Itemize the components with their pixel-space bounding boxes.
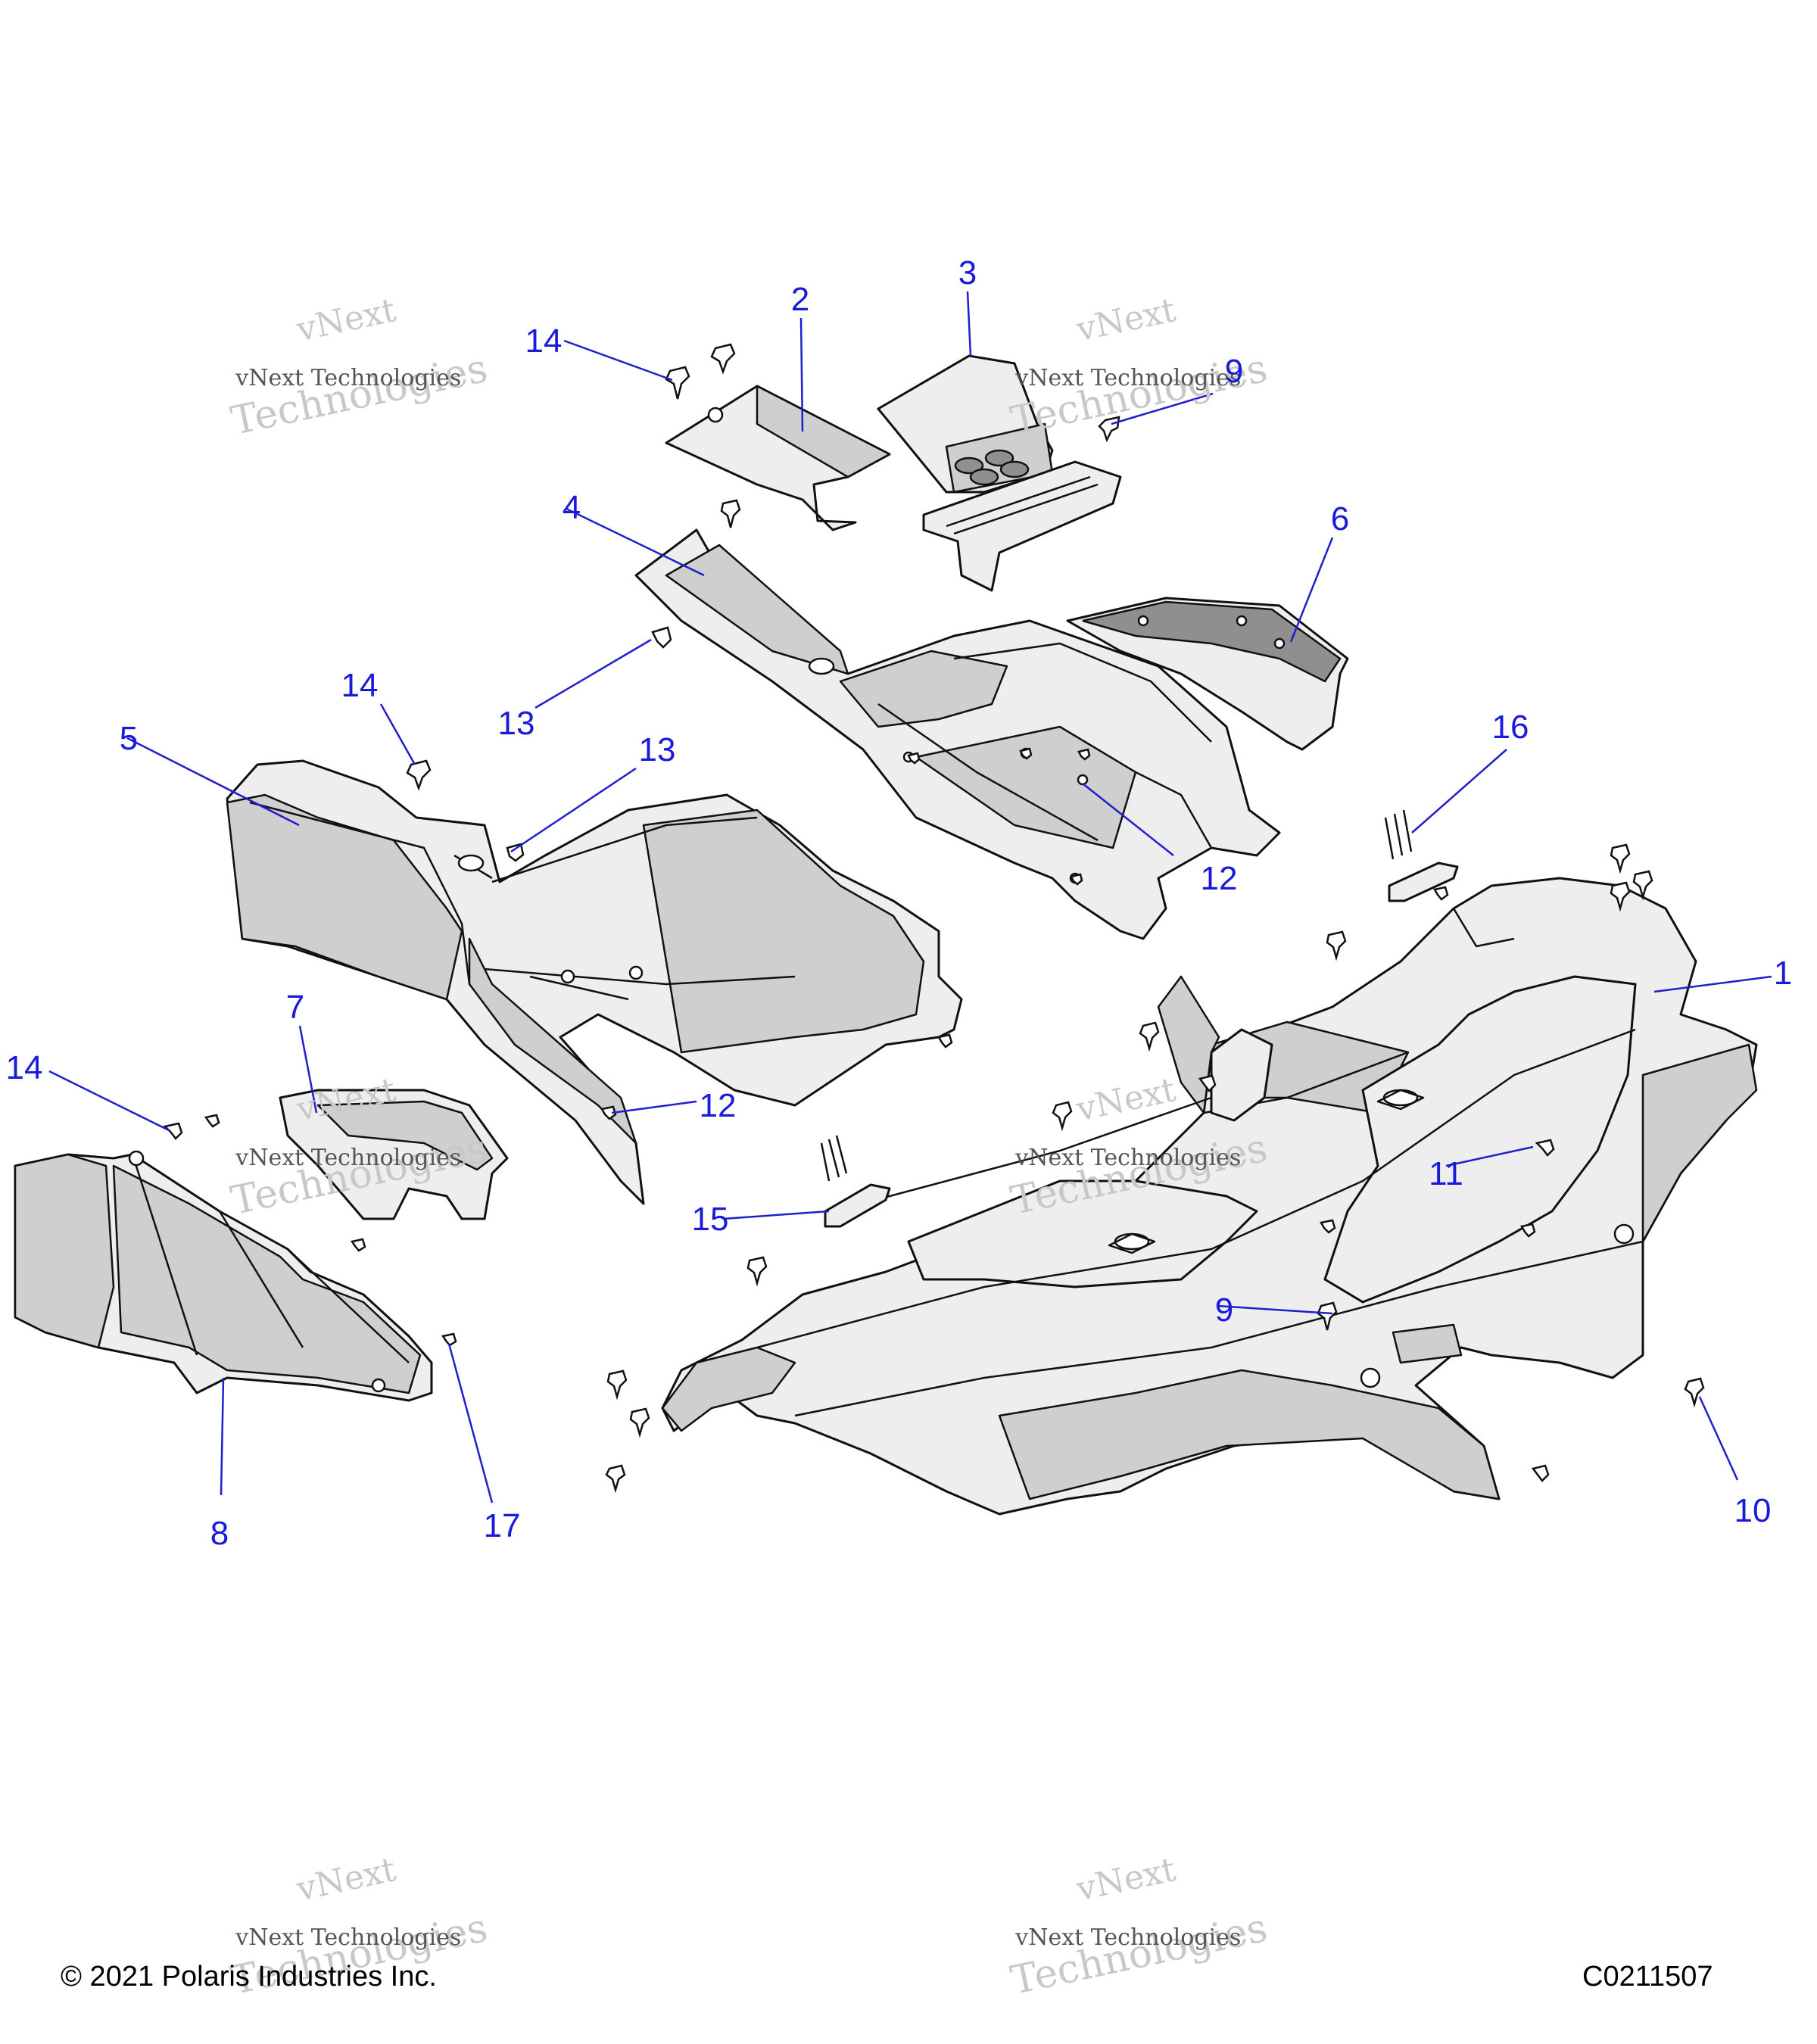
callout-1[interactable]: 1: [1774, 955, 1792, 992]
callout-13-left[interactable]: 13: [498, 705, 535, 742]
callout-12-upper[interactable]: 12: [1201, 860, 1238, 897]
callout-8[interactable]: 8: [210, 1515, 229, 1552]
part-1-main-body: [661, 877, 1758, 1516]
callout-10[interactable]: 10: [1734, 1492, 1772, 1529]
callout-12-lower[interactable]: 12: [700, 1087, 737, 1124]
diagram-code: C0211507: [1582, 1961, 1713, 1993]
callout-14-mid[interactable]: 14: [341, 667, 379, 704]
part-16-latch: [1384, 809, 1459, 902]
callout-13-right[interactable]: 13: [639, 731, 676, 768]
fasteners: [163, 343, 1705, 1494]
callout-3[interactable]: 3: [958, 254, 977, 291]
part-5-rear-fender: [226, 759, 963, 1205]
part-3-vent-grille: [877, 354, 1122, 592]
callout-9-upper[interactable]: 9: [1225, 353, 1243, 390]
callout-14-top[interactable]: 14: [525, 322, 563, 360]
callout-6[interactable]: 6: [1331, 500, 1349, 537]
part-8-left-shroud: [14, 1150, 433, 1402]
part-2-top-panel: [665, 385, 891, 531]
leader-lines: [48, 291, 1772, 1503]
callout-14-left[interactable]: 14: [6, 1049, 43, 1086]
part-4-center-console: [634, 528, 1281, 940]
callout-5[interactable]: 5: [120, 720, 138, 757]
callout-17[interactable]: 17: [484, 1507, 521, 1544]
callout-2[interactable]: 2: [791, 281, 809, 318]
callout-7[interactable]: 7: [286, 989, 304, 1026]
copyright-text: © 2021 Polaris Industries Inc.: [61, 1961, 437, 1993]
callout-16[interactable]: 16: [1492, 709, 1529, 746]
part-6-side-cover-right: [1066, 597, 1349, 751]
callout-4[interactable]: 4: [563, 489, 581, 526]
callout-11[interactable]: 11: [1429, 1155, 1463, 1192]
part-15-latch: [820, 1135, 891, 1228]
callout-9-lower[interactable]: 9: [1215, 1292, 1233, 1329]
part-7-side-panel: [279, 1089, 509, 1220]
callout-15[interactable]: 15: [692, 1201, 729, 1238]
